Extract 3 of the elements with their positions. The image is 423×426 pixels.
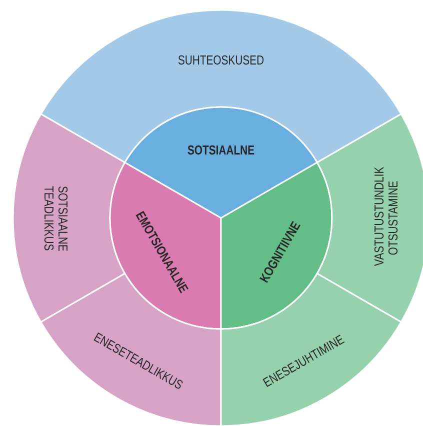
node-label: VASTUTUSTUNDLIK OTSUSTAMINE <box>374 166 398 266</box>
sector: SOTSIAALNE TEADLIKKUS <box>12 113 126 323</box>
sector: VASTUTUSTUNDLIK OTSUSTAMINE <box>316 113 423 323</box>
